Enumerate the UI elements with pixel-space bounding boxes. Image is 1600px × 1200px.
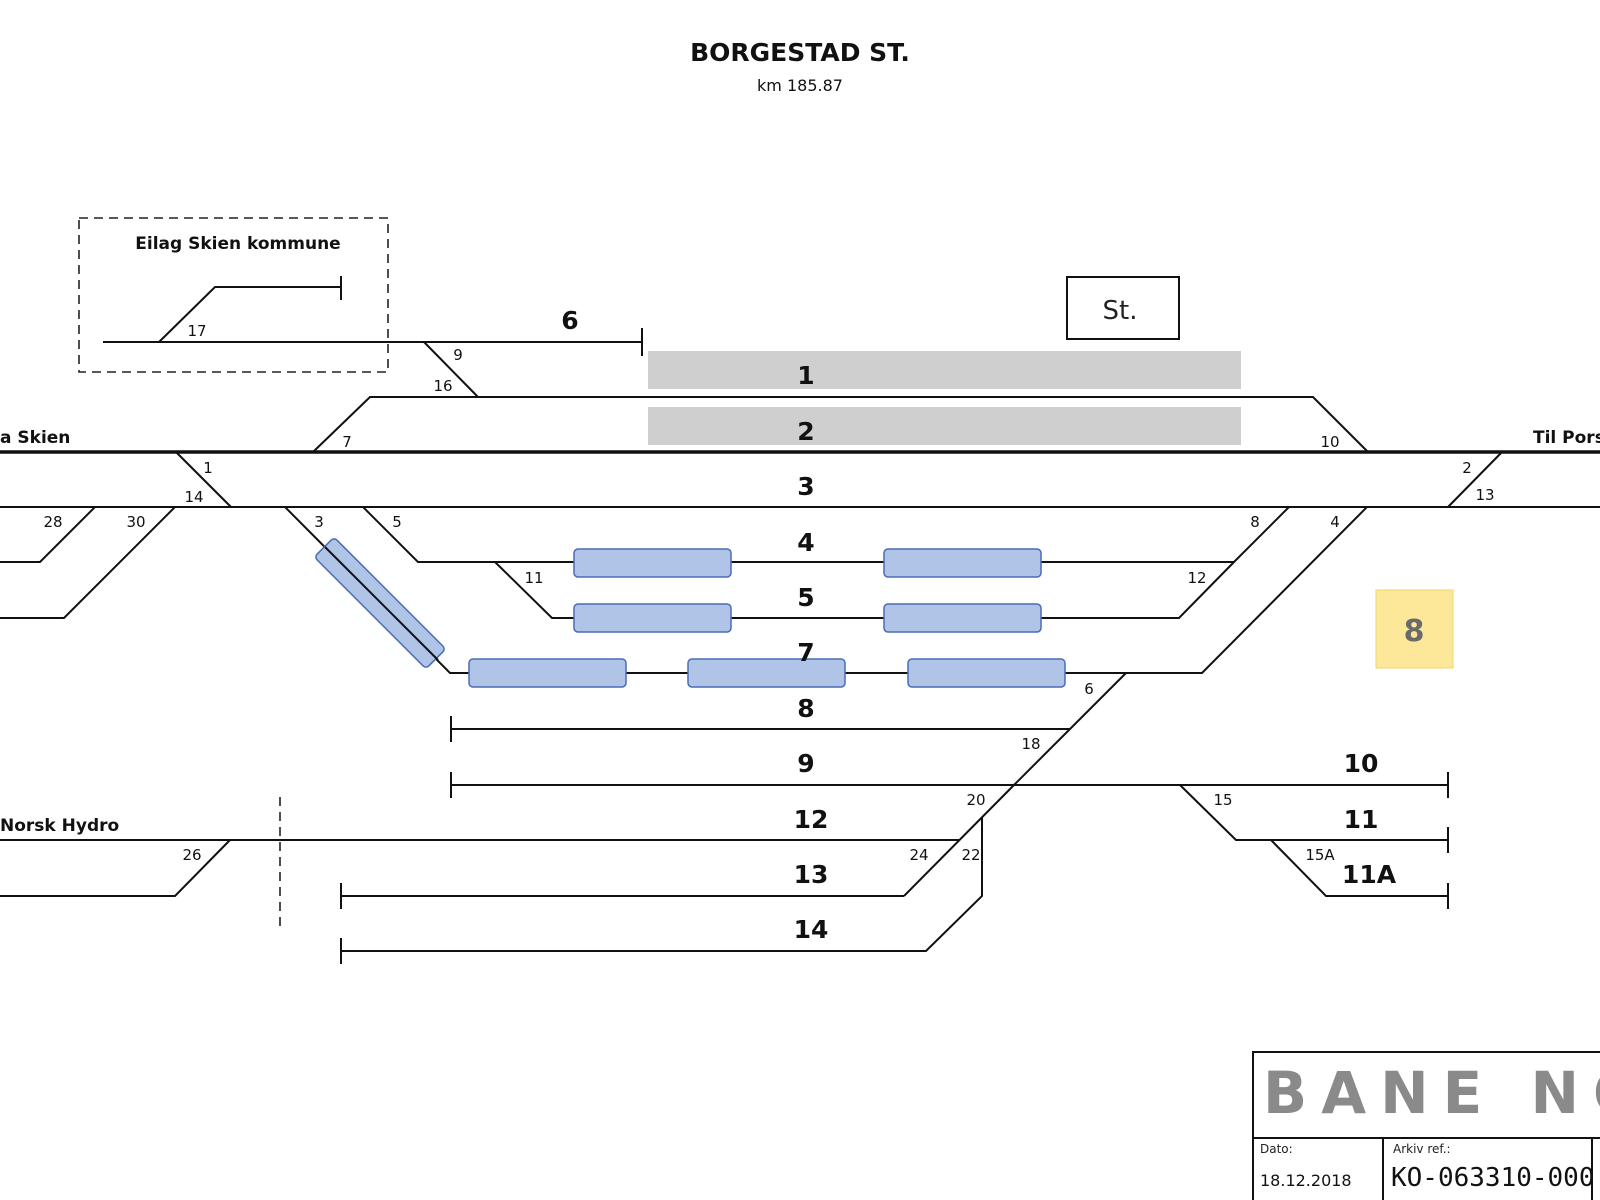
track-number: 5 [797, 583, 814, 612]
switch-9-16-line [423, 341, 479, 398]
diagram-title: BORGESTAD ST. [690, 38, 910, 67]
wagon[interactable] [573, 548, 732, 578]
switch-number: 5 [392, 513, 402, 531]
switch-number: 20 [966, 791, 985, 809]
switch-number: 28 [43, 513, 62, 531]
switch-number: 16 [433, 377, 452, 395]
track-7-overlay [324, 546, 439, 661]
track-number: 11 [1344, 805, 1379, 834]
track-number: 11A [1342, 860, 1397, 889]
wagon[interactable] [907, 658, 1066, 688]
switch-number: 9 [453, 346, 463, 364]
highlight-badge-label: 8 [1404, 614, 1425, 649]
archive-label: Arkiv ref.: [1393, 1142, 1451, 1156]
track-1 [312, 396, 1369, 453]
track-number: 7 [797, 638, 814, 667]
company-logo-text: BANE NOR [1263, 1059, 1600, 1127]
siding-area-label: Eilag Skien kommune [135, 234, 340, 254]
switch-number: 1 [203, 459, 213, 477]
wagon[interactable] [468, 658, 627, 688]
switch-number: 4 [1330, 513, 1340, 531]
switch-number: 22 [961, 846, 980, 864]
highlight-badge[interactable] [1375, 589, 1454, 669]
wagon-group-track-5 [573, 603, 1042, 633]
station-building-label: St. [1103, 296, 1138, 326]
switch-number: 24 [909, 846, 928, 864]
track-number: 2 [797, 417, 814, 446]
switch-number: 30 [126, 513, 145, 531]
track-number: 13 [794, 860, 829, 889]
track-number: 14 [794, 915, 829, 944]
title-block-frame [1252, 1051, 1600, 1200]
diagram-subtitle: km 185.87 [757, 76, 843, 95]
track-number: 3 [797, 472, 814, 501]
direction-label-west: a Skien [0, 428, 70, 448]
industry-spur-26 [0, 839, 231, 897]
track-number: 8 [797, 694, 814, 723]
wagon[interactable] [687, 658, 846, 688]
switch-number: 12 [1187, 569, 1206, 587]
switch-number: 14 [184, 488, 203, 506]
track-number: 10 [1344, 749, 1379, 778]
track-11 [1179, 784, 1448, 841]
direction-label-industry: Norsk Hydro [0, 816, 119, 836]
siding-area-box [78, 217, 389, 373]
platform-1 [648, 351, 1241, 389]
track-4 [362, 506, 1290, 563]
station-building [1066, 276, 1180, 340]
wagon[interactable] [883, 548, 1042, 578]
track-number: 6 [561, 306, 578, 335]
archive-value: KO-063310-000 [1391, 1163, 1595, 1193]
switch-number: 2 [1462, 459, 1472, 477]
title-block: BANE NOR Dato: 18.12.2018 Arkiv ref.: KO… [1252, 1051, 1600, 1200]
siding-spur [158, 286, 341, 343]
wagon[interactable] [883, 603, 1042, 633]
platform-2 [648, 407, 1241, 445]
date-value: 18.12.2018 [1260, 1171, 1352, 1190]
wagon-group-track-7 [468, 658, 1066, 688]
crossover-1-14 [175, 451, 232, 508]
switch-number: 18 [1021, 735, 1040, 753]
switch-number: 10 [1320, 433, 1339, 451]
switch-number: 26 [182, 846, 201, 864]
switch-number: 6 [1084, 680, 1094, 698]
track-11a [1270, 839, 1448, 897]
switch-number: 7 [342, 433, 352, 451]
date-label: Dato: [1260, 1142, 1293, 1156]
wagon-group-track-4 [573, 548, 1042, 578]
track-14 [341, 817, 983, 952]
wagon[interactable] [573, 603, 732, 633]
track-number: 12 [794, 805, 829, 834]
track-number: 9 [797, 749, 814, 778]
direction-label-east: Til Porsg [1533, 428, 1600, 448]
track-number: 1 [797, 361, 814, 390]
switch-number: 3 [314, 513, 324, 531]
switch-number: 8 [1250, 513, 1260, 531]
track-5 [494, 561, 1235, 619]
crossover-2-13 [1447, 451, 1503, 508]
switch-number: 17 [187, 322, 206, 340]
switch-24-line [903, 784, 1015, 897]
switch-number: 15A [1305, 846, 1335, 864]
switch-number: 11 [524, 569, 543, 587]
west-spur-28 [0, 506, 96, 563]
west-spur-30 [0, 506, 176, 619]
switch-number: 13 [1475, 486, 1494, 504]
switch-number: 15 [1213, 791, 1232, 809]
track-number: 4 [797, 528, 814, 557]
track-7 [284, 506, 1368, 674]
